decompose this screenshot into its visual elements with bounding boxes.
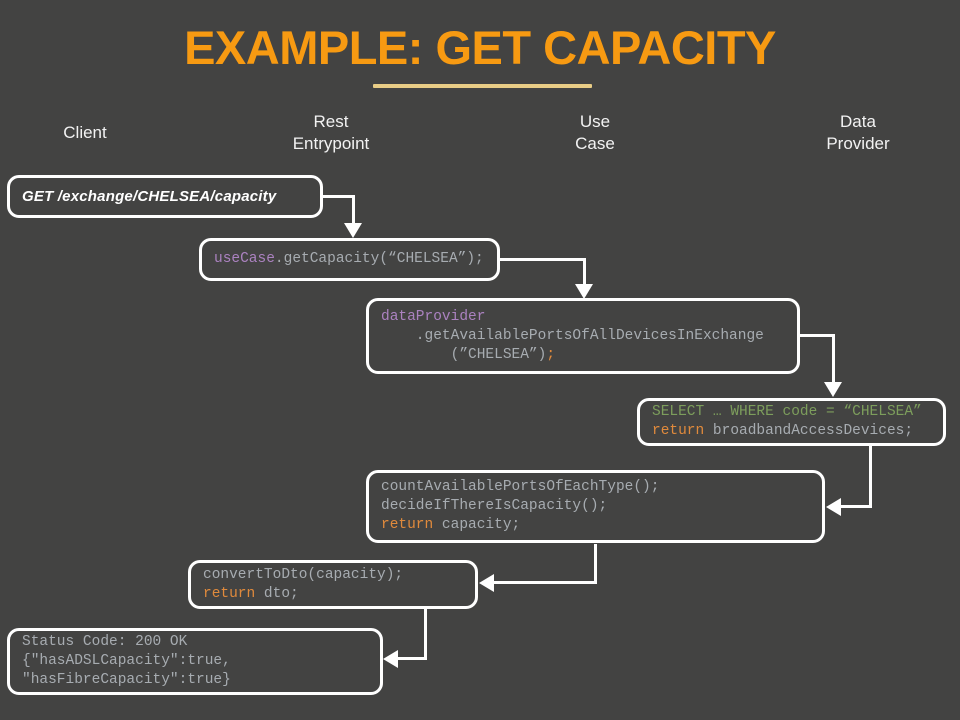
message-line: Status Code: 200 OK [22, 634, 188, 650]
connector-6-arrowhead [383, 650, 398, 668]
connector-3-arrowhead [824, 382, 842, 397]
column-header-client: Client [63, 123, 107, 142]
connector-4-horizontal [841, 505, 872, 508]
message-line: return dto; [203, 585, 299, 602]
message-line: return broadbandAccessDevices; [652, 423, 914, 439]
column-header-data-provider: Data Provider [826, 112, 890, 153]
message-line: decideIfThereIsCapacity(); [381, 498, 608, 514]
connector-2-horizontal [498, 258, 586, 261]
connector-1-arrowhead [344, 223, 362, 238]
message-box-data-provider-query[interactable]: SELECT … WHERE code = “CHELSEA” return b… [637, 398, 946, 446]
connector-6-horizontal [398, 657, 427, 660]
message-line: dataProvider [381, 308, 486, 325]
message-box-client-response[interactable]: Status Code: 200 OK {"hasADSLCapacity":t… [7, 628, 383, 695]
message-line: convertToDto(capacity); [203, 566, 404, 583]
message-box-rest-entrypoint-call[interactable]: useCase.getCapacity(“CHELSEA”); [199, 238, 500, 281]
message-line: GET /exchange/CHELSEA/capacity [22, 188, 277, 205]
message-line: "hasFibreCapacity":true} [22, 672, 231, 688]
message-box-rest-entrypoint-convert[interactable]: convertToDto(capacity); return dto; [188, 560, 478, 609]
message-line: countAvailablePortsOfEachType(); [381, 479, 660, 495]
page-title: EXAMPLE: GET CAPACITY [184, 21, 776, 74]
message-line: {"hasADSLCapacity":true, [22, 653, 231, 669]
message-box-use-case-call[interactable]: dataProvider .getAvailablePortsOfAllDevi… [366, 298, 800, 374]
title-underline [373, 84, 592, 88]
connector-1-vertical [352, 195, 355, 225]
message-line: return capacity; [381, 517, 521, 533]
message-line: (”CHELSEA”); [381, 346, 556, 363]
message-box-use-case-logic[interactable]: countAvailablePortsOfEachType(); decideI… [366, 470, 825, 543]
connector-4-arrowhead [826, 498, 841, 516]
message-line: useCase.getCapacity(“CHELSEA”); [214, 251, 484, 267]
message-box-client-request[interactable]: GET /exchange/CHELSEA/capacity [7, 175, 323, 218]
connector-5-vertical [594, 544, 597, 584]
connector-5-horizontal [494, 581, 597, 584]
connector-3-vertical [832, 334, 835, 384]
message-line: .getAvailablePortsOfAllDevicesInExchange [381, 327, 764, 344]
connector-3-horizontal [798, 334, 835, 337]
message-line: SELECT … WHERE code = “CHELSEA” [652, 404, 922, 420]
connector-4-vertical [869, 446, 872, 508]
column-header-rest-entrypoint: Rest Entrypoint [292, 112, 370, 153]
connector-2-vertical [583, 258, 586, 286]
connector-2-arrowhead [575, 284, 593, 299]
connector-5-arrowhead [479, 574, 494, 592]
column-header-use-case: Use Case [575, 112, 615, 153]
connector-1-horizontal [320, 195, 355, 198]
connector-6-vertical [424, 606, 427, 660]
